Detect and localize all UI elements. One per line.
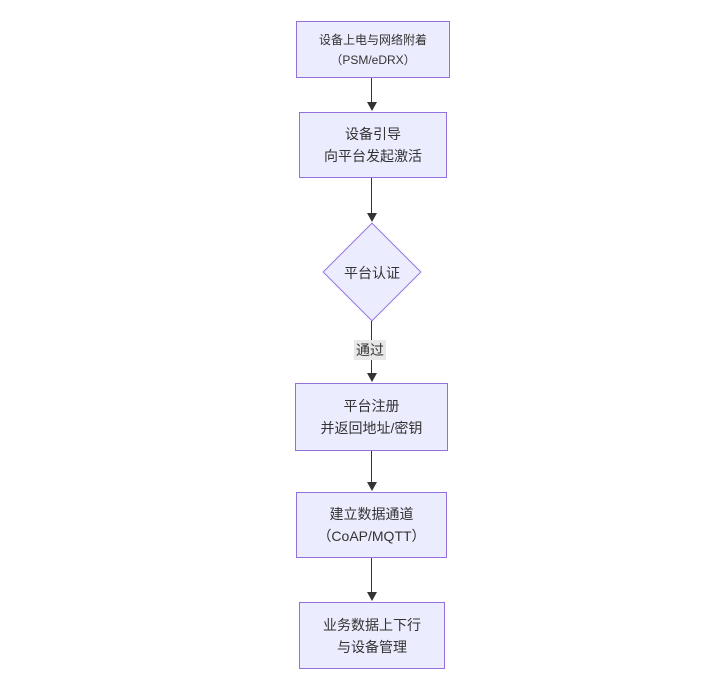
node-label-line: 与设备管理 xyxy=(337,638,407,655)
node-label-line: 设备上电与网络附着 xyxy=(318,32,427,47)
edge-line xyxy=(371,178,372,216)
node-label-line: 向平台发起激活 xyxy=(324,148,422,164)
flow-node-data-channel: 建立数据通道 （CoAP/MQTT） xyxy=(296,492,447,558)
node-label-line: 平台注册 xyxy=(343,398,400,414)
edge-line xyxy=(371,78,372,105)
node-label-line: 建立数据通道 xyxy=(329,506,414,522)
node-label-line: （CoAP/MQTT） xyxy=(317,528,426,544)
flow-node-platform-register: 平台注册 并返回地址/密钥 xyxy=(295,383,448,451)
flow-node-business-data-device-mgmt: 业务数据上下行 与设备管理 xyxy=(299,602,445,669)
flow-node-device-bootstrap: 设备引导 向平台发起激活 xyxy=(299,112,447,178)
edge-line xyxy=(371,558,372,595)
arrowhead-icon xyxy=(367,482,377,491)
flow-node-power-on-network-attach: 设备上电与网络附着 （PSM/eDRX） xyxy=(296,21,450,78)
arrowhead-icon xyxy=(367,213,377,222)
edge-line xyxy=(371,451,372,485)
node-label-line: 业务数据上下行 xyxy=(323,616,421,633)
flow-node-platform-auth: 平台认证 xyxy=(322,259,422,287)
node-label-line: （PSM/eDRX） xyxy=(330,52,416,67)
node-label-line: 并返回地址/密钥 xyxy=(320,420,423,436)
node-label-line: 设备引导 xyxy=(345,126,401,142)
node-label-line: 平台认证 xyxy=(344,265,400,281)
arrowhead-icon xyxy=(367,102,377,111)
arrowhead-icon xyxy=(367,592,377,601)
edge-label-pass: 通过 xyxy=(354,340,386,360)
arrowhead-icon xyxy=(367,373,377,382)
